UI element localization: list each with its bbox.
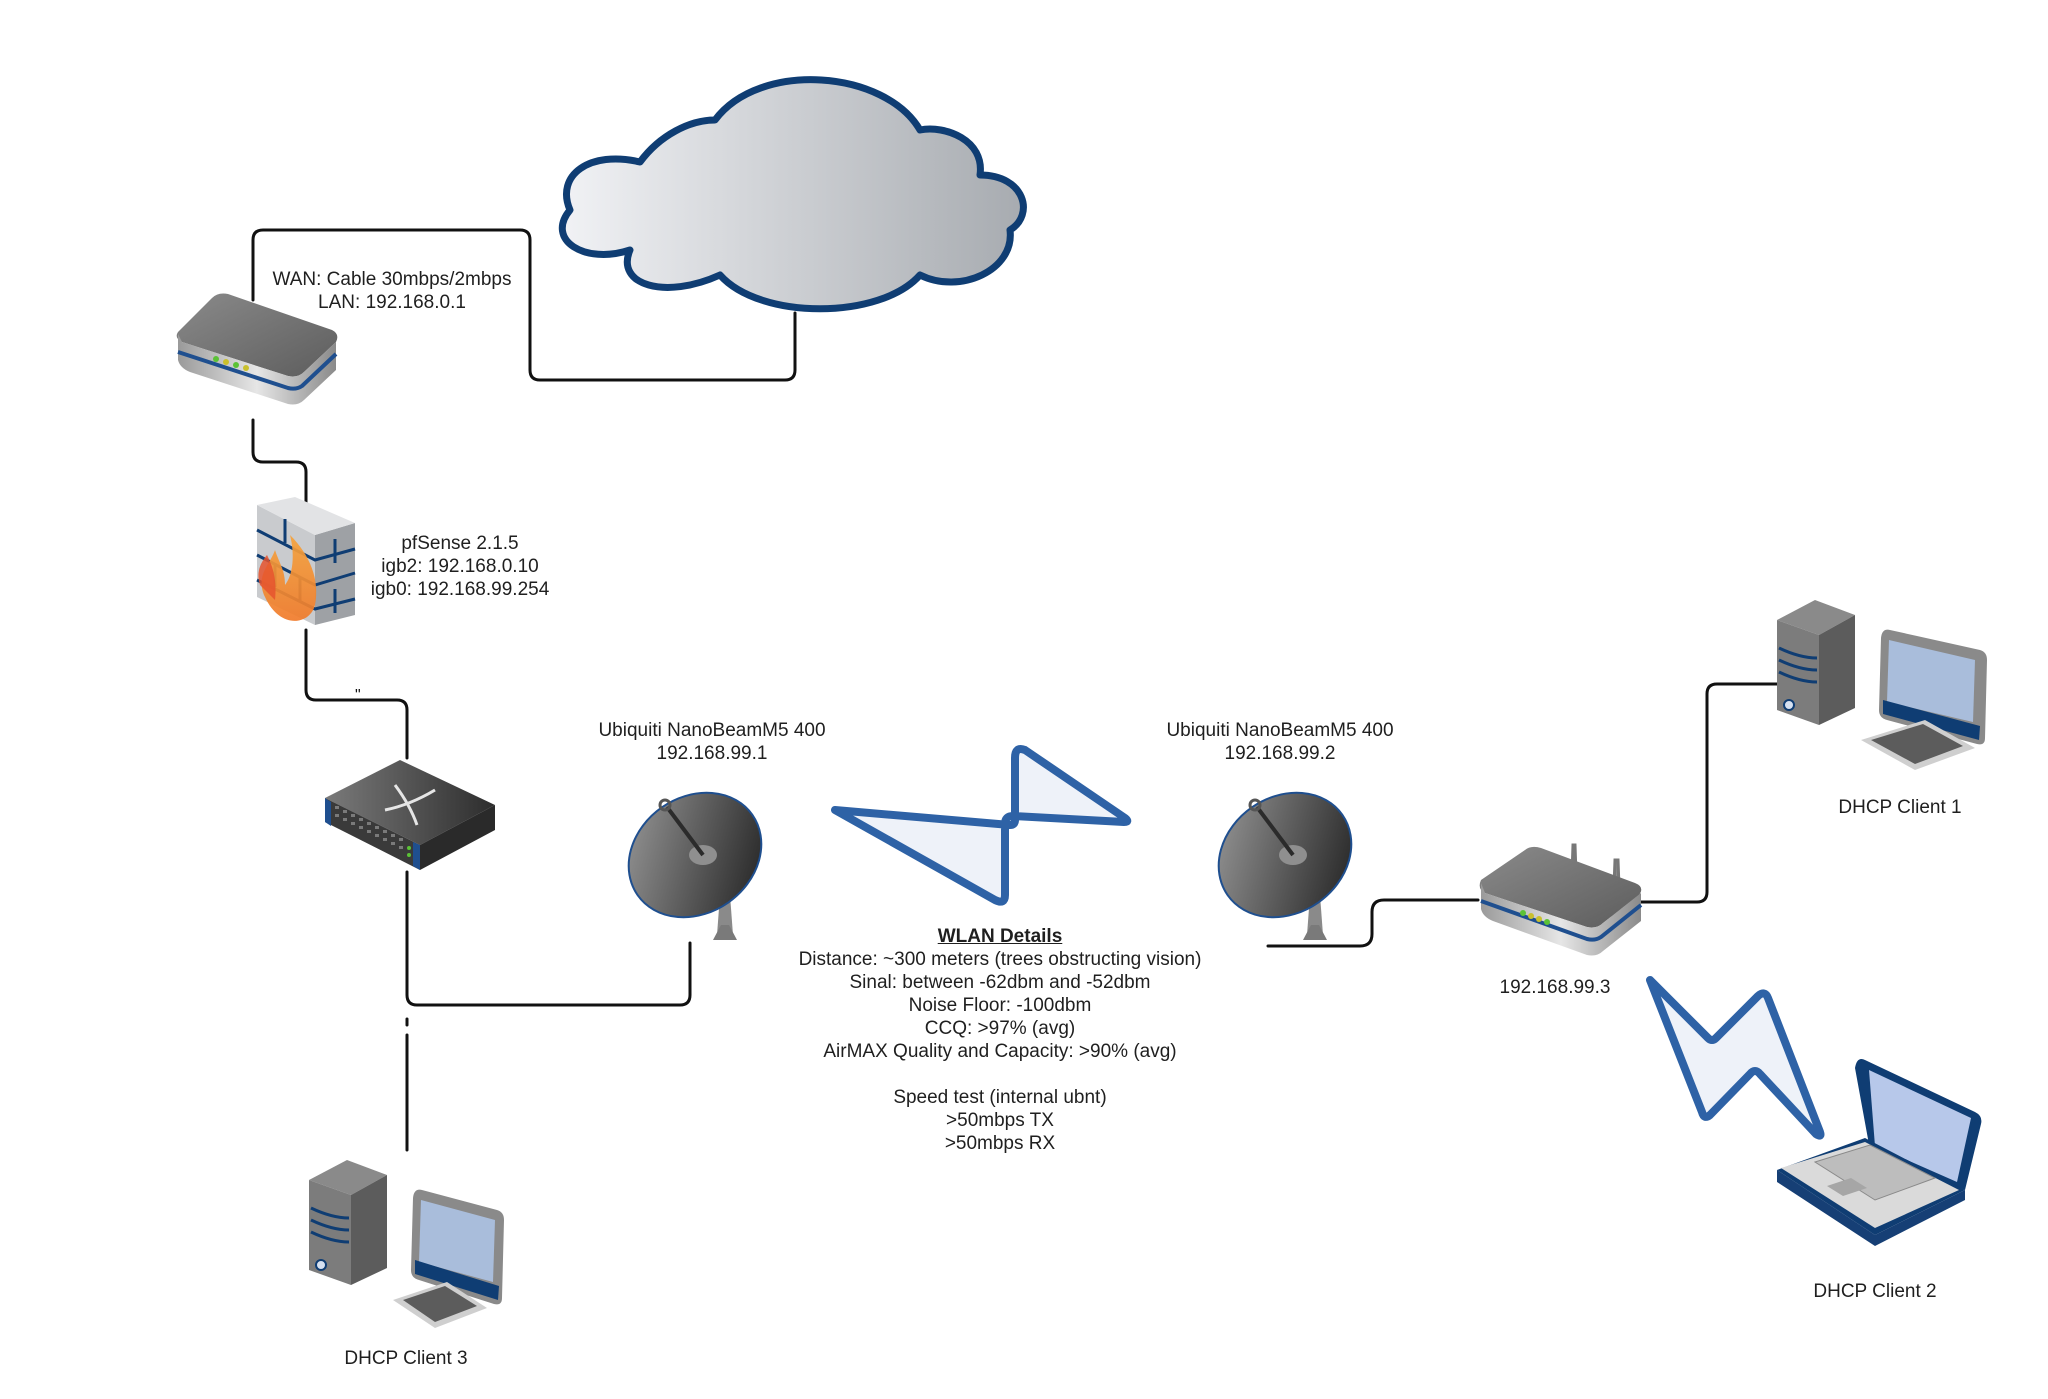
client2-label: DHCP Client 2 [1795, 1280, 1955, 1303]
wlan-details-panel: WLAN Details Distance: ~300 meters (tree… [760, 925, 1240, 1155]
modem-lan-text: LAN: 192.168.0.1 [318, 292, 466, 313]
link-firewall-switch [304, 628, 409, 760]
wired-links [251, 228, 1792, 1152]
wireless-link-router-laptop-icon [1646, 976, 1825, 1140]
client3-label: DHCP Client 3 [326, 1347, 486, 1370]
wlan-noise-text: Noise Floor: -100dbm [908, 995, 1092, 1016]
client1-label: DHCP Client 1 [1820, 796, 1980, 819]
modem-wan-text: WAN: Cable 30mbps/2mbps [272, 269, 512, 290]
modem-icon[interactable] [176, 293, 338, 405]
ap2-dish-antenna-icon[interactable] [1194, 767, 1375, 942]
link-switch-ap1 [405, 870, 692, 1007]
ap2-label: Ubiquiti NanoBeamM5 400 192.168.99.2 [1150, 719, 1410, 765]
internet-cloud-icon[interactable] [559, 76, 1027, 313]
client1-desktop-computer-icon[interactable] [1777, 600, 1987, 770]
wireless-link-ap-ap-icon [831, 745, 1132, 906]
client2-name-text: DHCP Client 2 [1813, 1281, 1937, 1302]
ap1-label: Ubiquiti NanoBeamM5 400 192.168.99.1 [582, 719, 842, 765]
link-modem-firewall [251, 418, 308, 507]
firewall-igb2-text: igb2: 192.168.0.10 [381, 556, 539, 577]
modem-label: WAN: Cable 30mbps/2mbps LAN: 192.168.0.1 [262, 268, 522, 314]
link-ap2-router [1266, 898, 1480, 948]
wlan-rx-text: >50mbps RX [944, 1133, 1056, 1154]
firewall-icon[interactable] [256, 497, 356, 625]
client3-name-text: DHCP Client 3 [344, 1348, 468, 1369]
firewall-label: pfSense 2.1.5 igb2: 192.168.0.10 igb0: 1… [360, 532, 560, 601]
wlan-ccq-text: CCQ: >97% (avg) [924, 1018, 1076, 1039]
client2-laptop-icon[interactable] [1777, 1059, 1982, 1246]
ap1-model-text: Ubiquiti NanoBeamM5 400 [598, 720, 826, 741]
firewall-igb0-text: igb0: 192.168.99.254 [370, 579, 550, 600]
wlan-details-title: WLAN Details [937, 926, 1063, 947]
link-modem-internet [251, 228, 797, 382]
wifi-router-ip-text: 192.168.99.3 [1499, 977, 1611, 998]
client3-desktop-computer-icon[interactable] [309, 1160, 504, 1328]
wlan-distance-text: Distance: ~300 meters (trees obstructing… [798, 949, 1202, 970]
line-mark: " [355, 687, 361, 704]
ap1-ip-text: 192.168.99.1 [656, 743, 768, 764]
ap2-model-text: Ubiquiti NanoBeamM5 400 [1166, 720, 1394, 741]
network-switch-icon[interactable] [325, 760, 495, 870]
ap2-ip-text: 192.168.99.2 [1224, 743, 1336, 764]
wlan-airmax-text: AirMAX Quality and Capacity: >90% (avg) [823, 1041, 1177, 1062]
wireless-router-icon[interactable] [1479, 843, 1643, 956]
wlan-speedtest-title: Speed test (internal ubnt) [893, 1087, 1107, 1108]
wlan-tx-text: >50mbps TX [946, 1110, 1054, 1131]
link-router-client1 [1638, 682, 1792, 904]
firewall-name-text: pfSense 2.1.5 [401, 533, 519, 554]
wlan-signal-text: Sinal: between -62dbm and -52dbm [849, 972, 1151, 993]
client1-name-text: DHCP Client 1 [1838, 797, 1962, 818]
wifi-router-label: 192.168.99.3 [1475, 976, 1635, 999]
wlan-spacer [760, 1063, 1240, 1086]
ap1-dish-antenna-icon[interactable] [604, 767, 785, 942]
